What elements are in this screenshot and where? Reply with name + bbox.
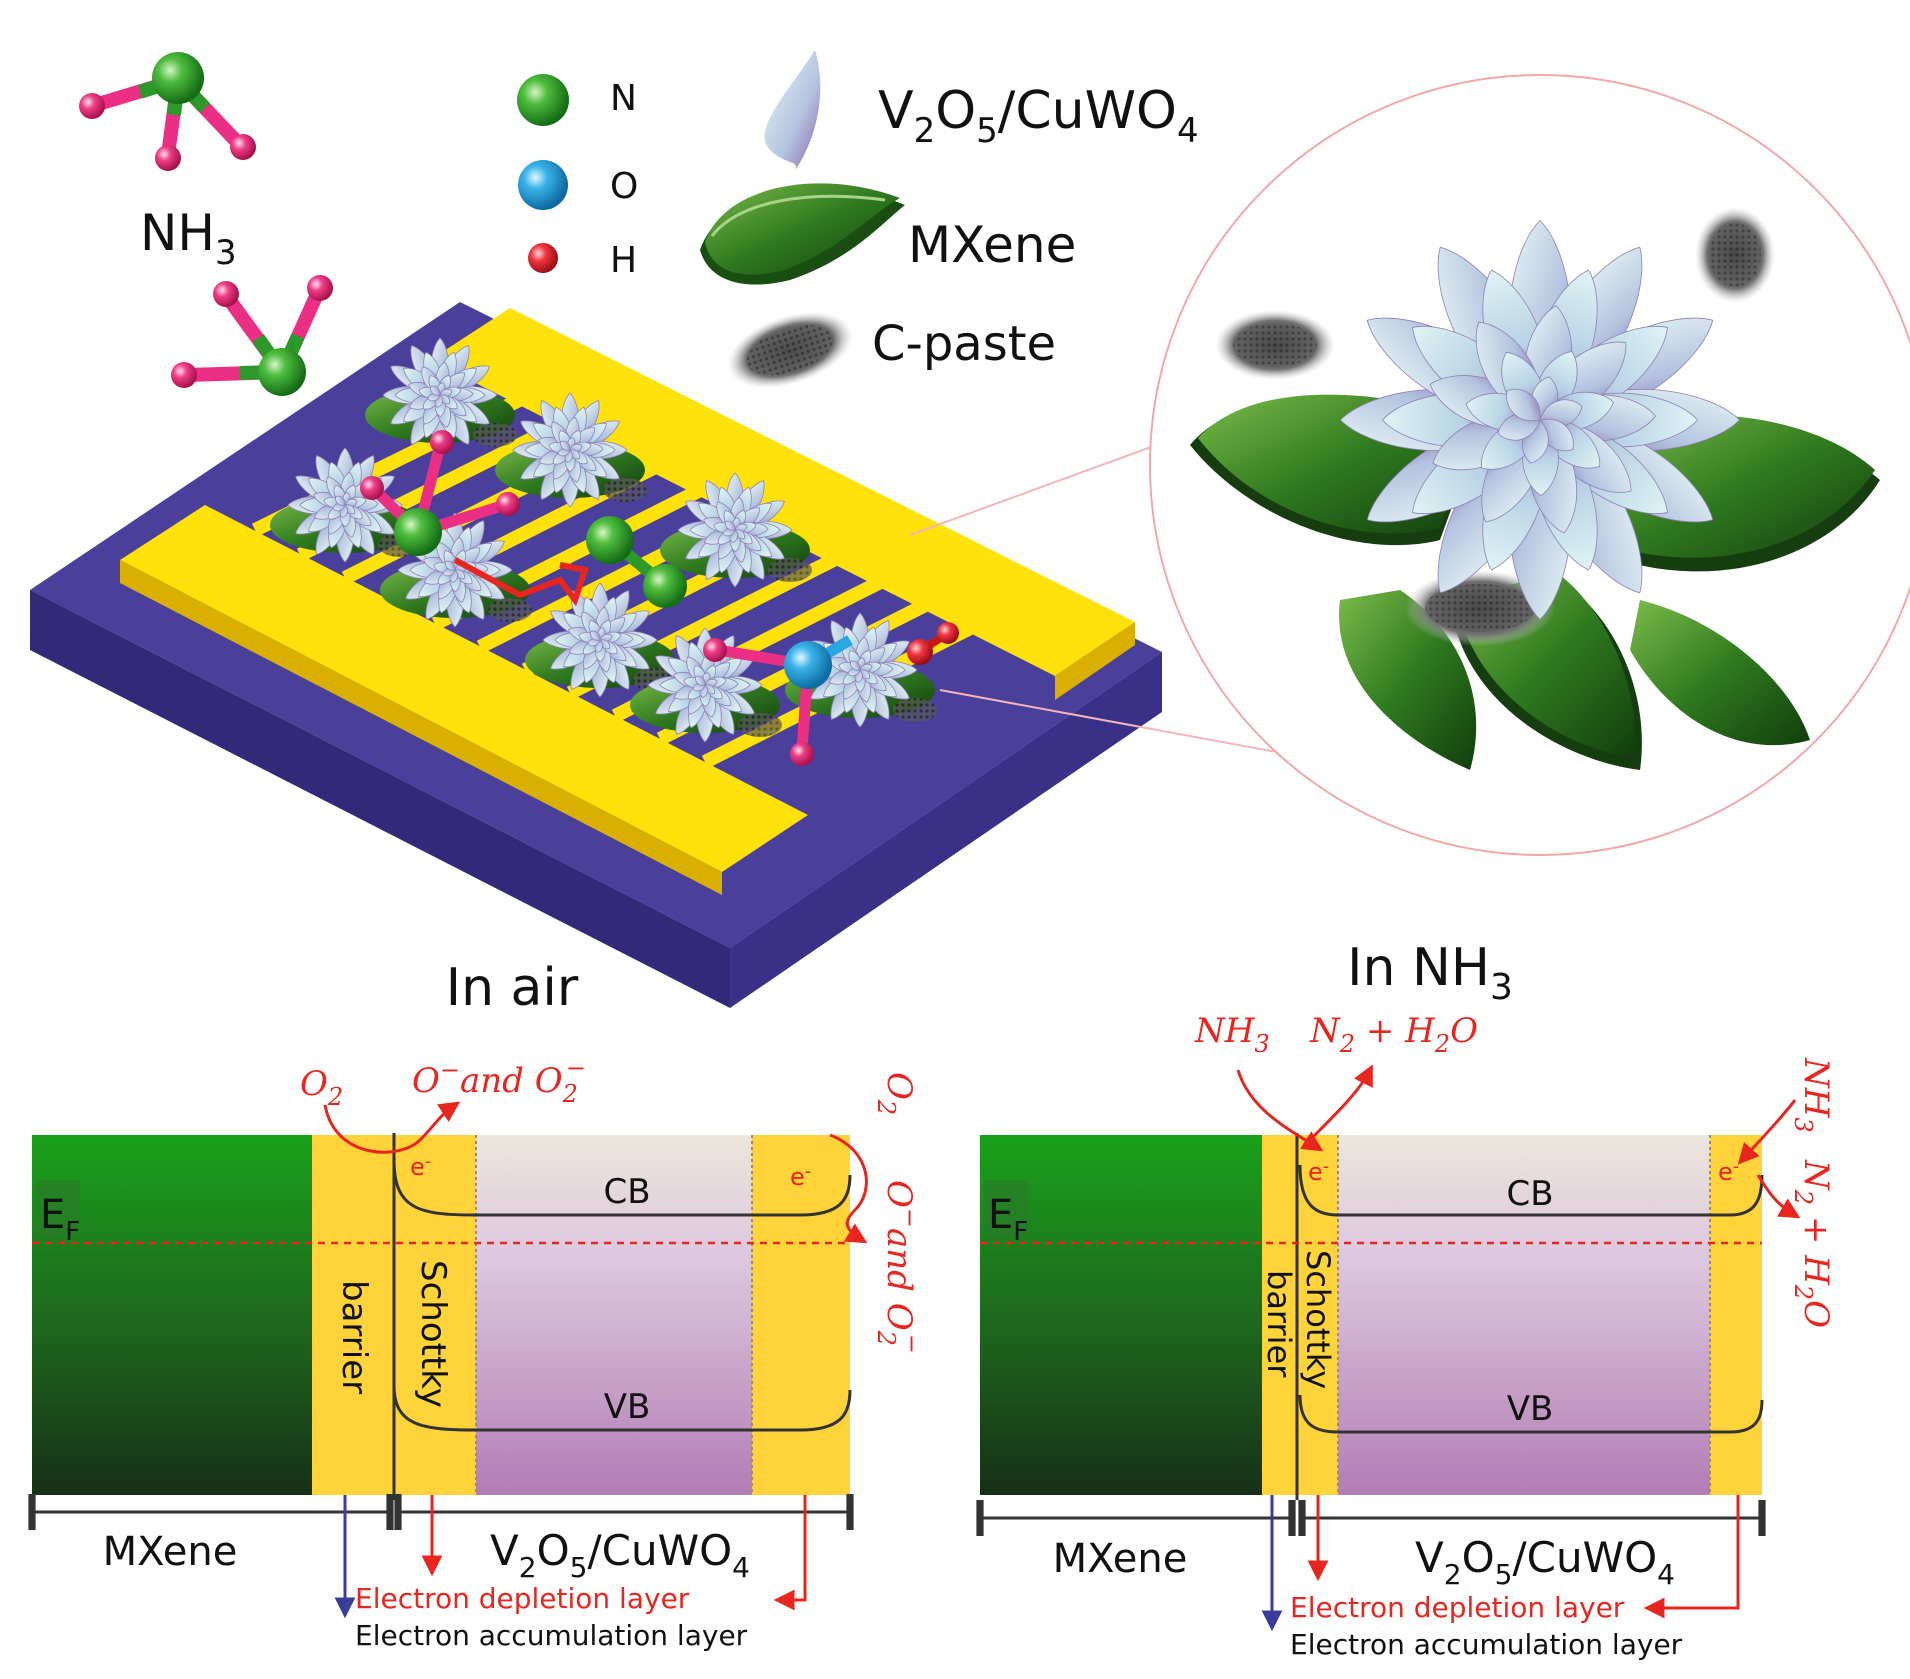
zoom-line-lower	[939, 689, 1321, 761]
vb-label: VB	[1507, 1389, 1554, 1429]
electron-label: e-	[410, 1151, 431, 1181]
barrier-label: barrier	[334, 1280, 374, 1394]
depletion-arrow-surface	[1643, 1495, 1740, 1619]
surface-accumulation-region	[1710, 1135, 1762, 1495]
atom-legend-n: N	[610, 78, 637, 119]
mini-flower	[270, 447, 422, 563]
mini-flower	[495, 392, 647, 508]
surface-accumulation-region	[752, 1135, 850, 1495]
oxygen-atom-icon	[518, 160, 568, 210]
valence-band	[392, 1384, 852, 1432]
c-paste-icon	[727, 311, 853, 389]
petal	[695, 675, 706, 686]
ef-label: EF	[40, 1192, 80, 1247]
petal	[850, 660, 861, 671]
barrier-region	[1262, 1135, 1300, 1495]
v2o5-cuwo4-legend-label: V2O5/CuWO4	[878, 81, 1199, 151]
atom-legend-o: O	[610, 166, 638, 207]
petal	[335, 495, 346, 506]
mini-flower	[630, 627, 782, 743]
nh3-reactant-right: NH3	[1789, 1057, 1836, 1133]
petal	[430, 385, 441, 396]
v2o5-cuwo4-label: V2O5/CuWO4	[1415, 1533, 1675, 1591]
nh3-molecule-left	[171, 275, 333, 396]
o2-adsorption-arrow	[323, 1101, 461, 1154]
schottky-region	[1300, 1135, 1338, 1495]
depletion-layer-label: Electron depletion layer	[1290, 1591, 1625, 1624]
semiconductor-region	[1338, 1135, 1710, 1495]
electron-label-right: e-	[1718, 1156, 1739, 1186]
accumulation-layer-label: Electron accumulation layer	[355, 1619, 748, 1652]
mxene-legend-label: MXene	[908, 216, 1076, 274]
cb-label: CB	[1506, 1174, 1553, 1214]
nh3-on-device	[360, 430, 520, 556]
depletion-layer-label: Electron depletion layer	[355, 1582, 690, 1615]
substrate-front	[30, 590, 730, 1008]
mxene-label: MXene	[103, 1529, 238, 1575]
electron-flow-arrow	[453, 557, 589, 607]
cb-label: CB	[603, 1172, 650, 1212]
mxene-label: MXene	[1053, 1536, 1188, 1582]
petal-icon	[764, 50, 821, 170]
band-diagram-nh3: EF CB VB barrier Schottky e- e- NH3 N2 +…	[976, 1011, 1836, 1661]
semiconductor-region	[476, 1135, 752, 1495]
hydrogen-atom-icon	[528, 243, 558, 273]
nh3-reactant: NH3	[1194, 1011, 1270, 1058]
n2-on-device	[586, 516, 687, 608]
petal	[560, 440, 571, 451]
barrier-label: barrier	[1260, 1270, 1298, 1378]
atom-legend-h: H	[610, 240, 637, 281]
valence-band	[1298, 1394, 1764, 1434]
material-legend: V2O5/CuWO4 MXene C-paste	[700, 50, 1199, 389]
petal	[1506, 388, 1541, 422]
electron-label: e-	[1308, 1156, 1329, 1186]
electron-label-right: e-	[790, 1161, 811, 1191]
nh3-molecule-top	[79, 52, 256, 171]
schottky-label: Schottky	[1299, 1250, 1337, 1389]
h2o-on-device	[703, 622, 959, 766]
c-paste-legend-label: C-paste	[872, 316, 1056, 372]
nh3-reaction-arrow	[1236, 1069, 1324, 1152]
depletion-arrow-surface	[773, 1495, 807, 1611]
oxygen-ion-product: O−and O2−	[412, 1054, 586, 1108]
accumulation-layer-label: Electron accumulation layer	[1290, 1628, 1683, 1661]
vb-label: VB	[604, 1387, 651, 1427]
v2o5-cuwo4-label: V2O5/CuWO4	[490, 1526, 750, 1584]
v2o5-cuwo4-flower	[1339, 219, 1741, 621]
petal	[725, 520, 736, 531]
schottky-label: Schottky	[413, 1260, 453, 1408]
petal	[445, 560, 456, 571]
o2-reactant: O2	[300, 1064, 343, 1111]
conduction-band	[392, 1159, 852, 1217]
zoomed-flower-inset	[1149, 74, 1910, 856]
oxygen-ion-product-right: O−and O2−	[872, 1180, 926, 1354]
nh3-label: NH3	[140, 204, 237, 273]
mini-flower	[660, 472, 812, 588]
petal	[590, 630, 601, 641]
n2-h2o-product-right: N2 + H2O	[1789, 1159, 1836, 1328]
in-nh3-title: In NH3	[1347, 938, 1513, 1008]
substrate-side	[730, 652, 1162, 1008]
barrier-region	[312, 1135, 394, 1495]
nitrogen-atom-icon	[517, 74, 569, 126]
o2-reactant-right: O2	[872, 1072, 919, 1115]
schottky-region	[394, 1135, 476, 1495]
mxene-leaf-icon	[700, 183, 905, 285]
mini-flower	[365, 337, 517, 453]
ef-label: EF	[988, 1192, 1028, 1247]
n2-h2o-product: N2 + H2O	[1309, 1011, 1478, 1058]
sensor-device	[30, 302, 1162, 1008]
conduction-band	[1298, 1164, 1764, 1217]
in-air-title: In air	[446, 958, 579, 1018]
atom-legend: N O H	[517, 74, 638, 281]
band-diagram-air: EF CB VB barrier Schottky e- e- O2 O−and…	[28, 1054, 926, 1652]
